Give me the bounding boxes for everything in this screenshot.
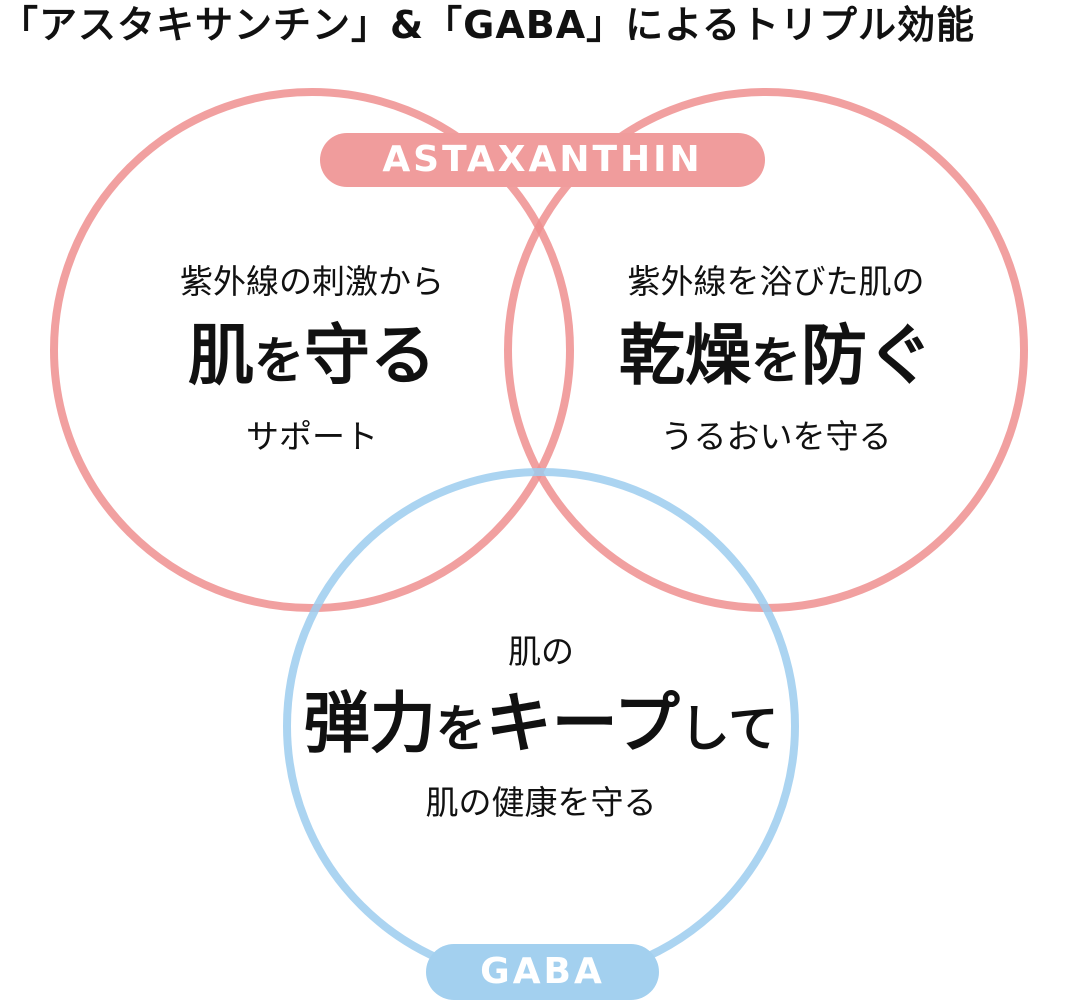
- bottom-main-d: して: [679, 700, 779, 758]
- bottom-main: 弾力をキープして: [291, 684, 791, 769]
- left-main-a: 肌: [188, 317, 254, 394]
- left-line3: サポート: [246, 417, 378, 456]
- bottom-line1: 肌の: [508, 632, 574, 671]
- diagram-title: 「アスタキサンチン」&「GABA」によるトリプル効能: [0, 3, 975, 47]
- right-main-a: 乾燥: [619, 317, 751, 394]
- bottom-main-a: 弾力: [303, 685, 436, 762]
- gaba-label: GABA: [426, 944, 659, 1000]
- right-main-c: 防ぐ: [801, 317, 933, 394]
- right-line3: うるおいを守る: [660, 417, 892, 456]
- right-circle-text: 紫外線を浴びた肌の 乾燥を防ぐ うるおいを守る: [566, 262, 986, 457]
- bottom-circle-text: 肌の 弾力をキープして 肌の健康を守る: [291, 632, 791, 823]
- left-main-c: 守る: [304, 317, 436, 394]
- right-main-b: を: [751, 332, 801, 390]
- bottom-main-c: キープ: [485, 685, 680, 762]
- left-circle-text: 紫外線の刺激から 肌を守る サポート: [112, 262, 512, 457]
- right-line1: 紫外線を浴びた肌の: [627, 262, 925, 301]
- left-main-b: を: [254, 332, 304, 390]
- bottom-line3: 肌の健康を守る: [425, 783, 657, 822]
- left-line1: 紫外線の刺激から: [180, 262, 444, 301]
- astaxanthin-label: ASTAXANTHIN: [320, 133, 765, 187]
- bottom-main-b: を: [435, 700, 486, 758]
- left-main: 肌を守る: [112, 316, 512, 401]
- right-main: 乾燥を防ぐ: [566, 316, 986, 401]
